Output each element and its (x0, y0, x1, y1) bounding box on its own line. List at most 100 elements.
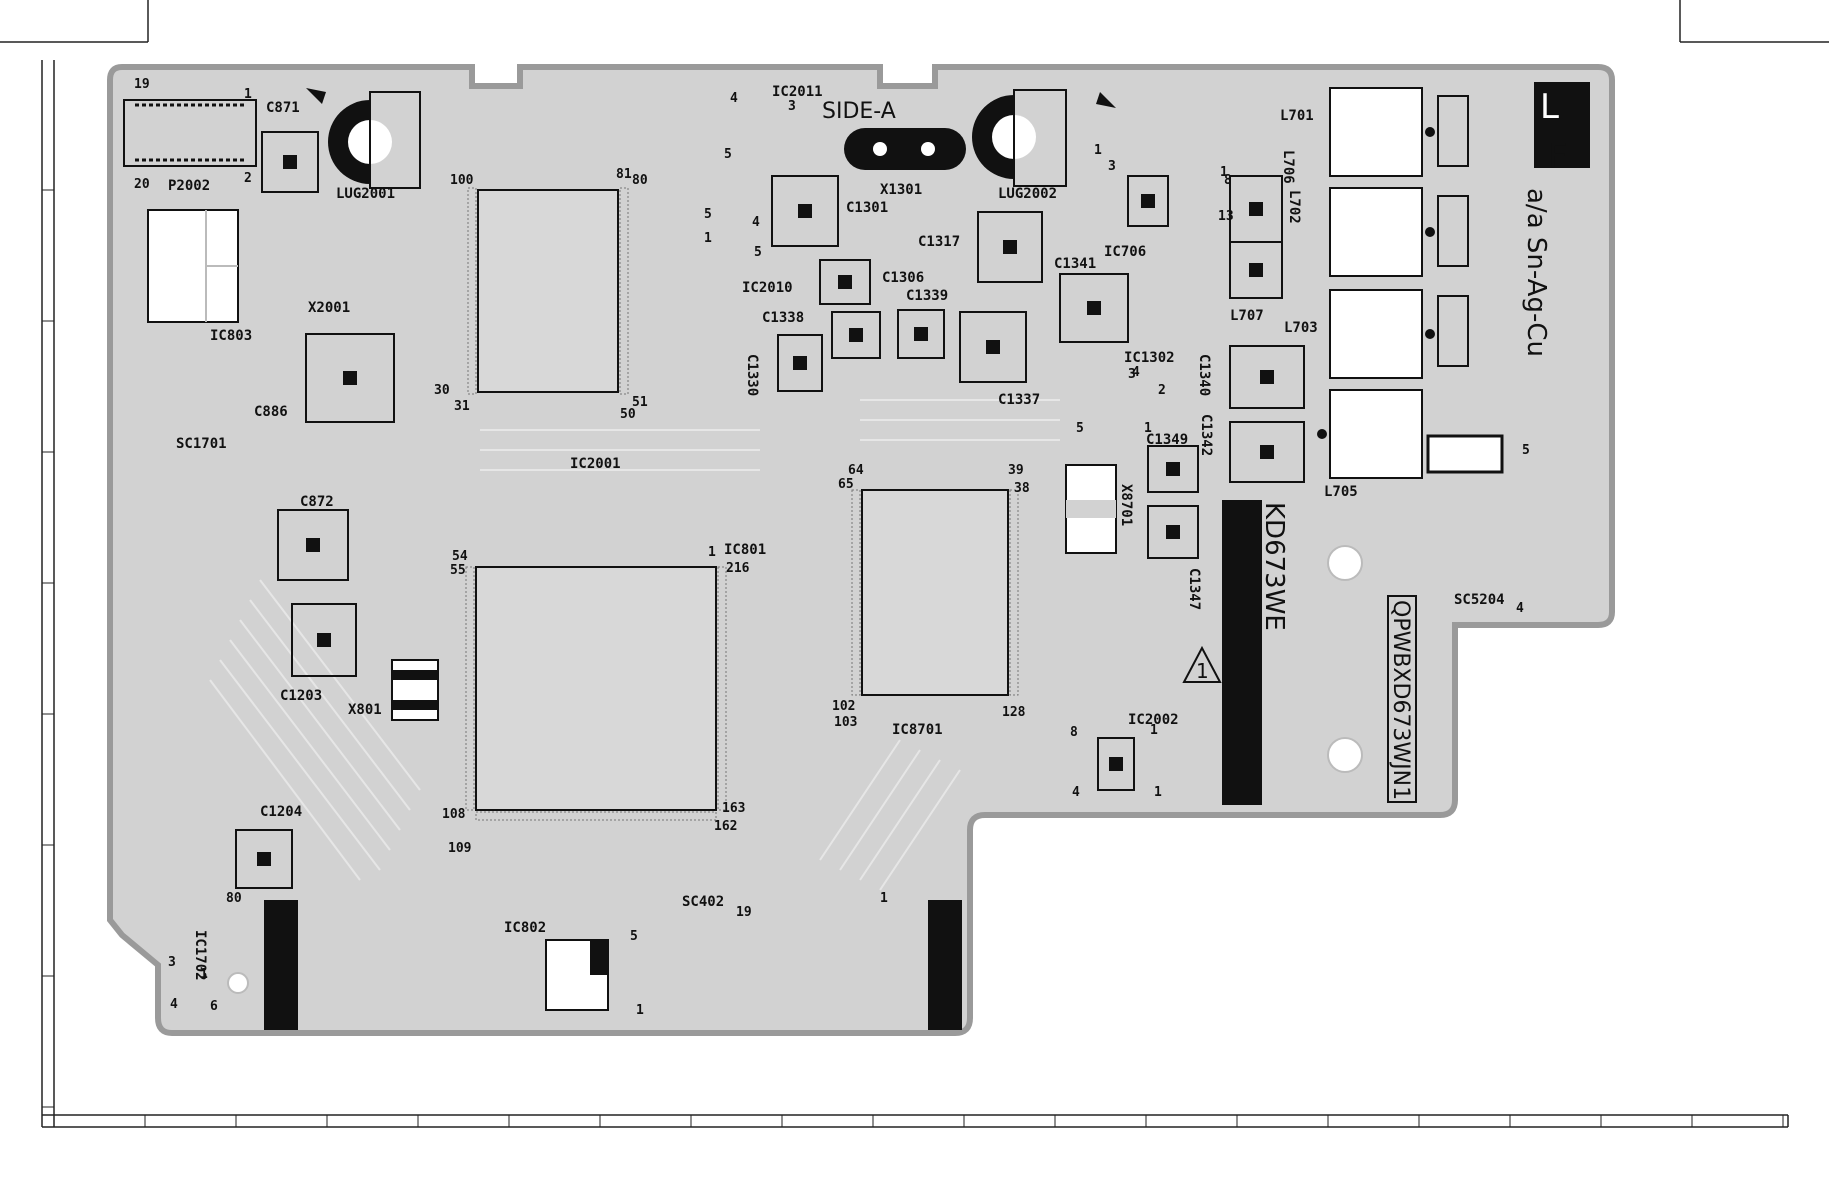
ic8701-body (851, 489, 1019, 696)
capacitor-pad (1141, 194, 1155, 208)
component-ref-c1342: C1342 (1198, 414, 1214, 456)
component-ref-ic706: IC706 (1104, 244, 1146, 260)
capacitor-pad (1166, 462, 1180, 476)
pin-number: 51 (632, 395, 648, 410)
pcb-code: KD673WE (1259, 502, 1289, 631)
component-ref-l706: L706 (1280, 150, 1296, 184)
pin-number: 5 (724, 147, 732, 162)
pin-number: 4 (1072, 785, 1080, 800)
pin-number: 64 (848, 463, 864, 478)
pin-number: 1 (244, 87, 252, 102)
pin-number: 19 (736, 905, 752, 920)
pin-number: 80 (226, 891, 242, 906)
capacitor-pad (798, 204, 812, 218)
pin-number: 1 (880, 891, 888, 906)
pin-number: 163 (722, 801, 745, 816)
x801-crystal (391, 659, 439, 721)
pin-number: 2 (244, 171, 252, 186)
capacitor-pad (1260, 370, 1274, 384)
pin-number: 109 (448, 841, 471, 856)
component-ref-x801: X801 (348, 702, 382, 718)
pin-number: 50 (620, 407, 636, 422)
capacitor-outline (1229, 345, 1305, 409)
component-ref-l701: L701 (1280, 108, 1314, 124)
pin-number: 3 (168, 955, 176, 970)
caution-triangle: 1 (1182, 645, 1222, 683)
component-ref-sc1701: SC1701 (176, 436, 227, 452)
capacitor-pad (343, 371, 357, 385)
component-ref-x8701: X8701 (1118, 484, 1134, 526)
p2002-connector (123, 99, 257, 167)
capacitor-outline (305, 333, 395, 423)
component-ref-c1330: C1330 (744, 354, 760, 396)
component-ref-c1339: C1339 (906, 288, 948, 304)
mounting-holes (227, 545, 1363, 994)
capacitor-pad (793, 356, 807, 370)
pin-number: 80 (632, 173, 648, 188)
page-frame (0, 0, 1829, 1128)
component-ref-c1301: C1301 (846, 200, 888, 216)
component-ref-c872: C872 (300, 494, 334, 510)
component-ref-ic801: IC801 (724, 542, 766, 558)
pin-number: 8 (1224, 173, 1232, 188)
capacitor-pad (283, 155, 297, 169)
capacitor-pad (1166, 525, 1180, 539)
capacitor-pad (257, 852, 271, 866)
lug2002-mark (972, 89, 1067, 187)
pin-number: 65 (838, 477, 854, 492)
capacitor-outline (897, 309, 945, 359)
component-ref-lug2002: LUG2002 (998, 186, 1057, 202)
pin-number: 3 (1128, 367, 1136, 382)
lug2001-mark (328, 91, 421, 189)
ic801-body (465, 566, 727, 821)
pin-number: 102 (832, 699, 855, 714)
component-ref-l703: L703 (1284, 320, 1318, 336)
pin-number: 3 (788, 99, 796, 114)
component-ref-l705: L705 (1324, 484, 1358, 500)
pin-number: 5 (754, 245, 762, 260)
capacitor-outline (1127, 175, 1169, 227)
component-ref-sc402: SC402 (682, 894, 724, 910)
pin-number: 5 (1076, 421, 1084, 436)
component-ref-c1204: C1204 (260, 804, 302, 820)
capacitor-outline (261, 131, 319, 193)
component-ref-c1203: C1203 (280, 688, 322, 704)
finish-mark-f: F (1548, 137, 1568, 177)
pin-number: 4 (1132, 365, 1140, 380)
board-number: QPWBXD673WJN1 (1388, 600, 1413, 800)
component-ref-c1349: C1349 (1146, 432, 1188, 448)
capacitor-pad (1249, 263, 1263, 277)
component-ref-ic2011: IC2011 (772, 84, 823, 100)
pin-number: 216 (726, 561, 750, 576)
component-ref-ic1702: IC1702 (192, 930, 208, 981)
component-ref-c1317: C1317 (918, 234, 960, 250)
ruler-ticks (42, 189, 1784, 1127)
component-ref-x1301: X1301 (880, 182, 922, 198)
pin-number: 31 (454, 399, 470, 414)
pin-number: 6 (210, 999, 218, 1014)
component-ref-c871: C871 (266, 100, 300, 116)
pin-number: 38 (1014, 481, 1030, 496)
component-ref-ic2001: IC2001 (570, 456, 621, 472)
component-ref-sc5204: SC5204 (1454, 592, 1505, 608)
pin-number: 1 (1220, 165, 1228, 180)
component-ref-ic8701: IC8701 (892, 722, 943, 738)
component-ref-ic802: IC802 (504, 920, 546, 936)
x8701-crystal (1065, 464, 1117, 554)
pin-number: 3 (1108, 159, 1116, 174)
capacitor-pad (986, 340, 1000, 354)
pin-number: 5 (704, 207, 712, 222)
capacitor-pad (1249, 202, 1263, 216)
board-markings: L F a/a Sn-Ag-Cu KD673WE QPWBXD673WJN1 S… (822, 82, 1590, 803)
capacitor-pad (1003, 240, 1017, 254)
pin-number: 54 (452, 549, 468, 564)
pin-number: 5 (1522, 443, 1530, 458)
capacitor-pad (849, 328, 863, 342)
pin-number: 128 (1002, 705, 1026, 720)
capacitor-outline (1097, 737, 1135, 791)
finish-mark-l: L (1540, 87, 1559, 127)
pin-number: 19 (134, 77, 150, 92)
capacitor-pad (1109, 757, 1123, 771)
pin-number: 108 (442, 807, 466, 822)
